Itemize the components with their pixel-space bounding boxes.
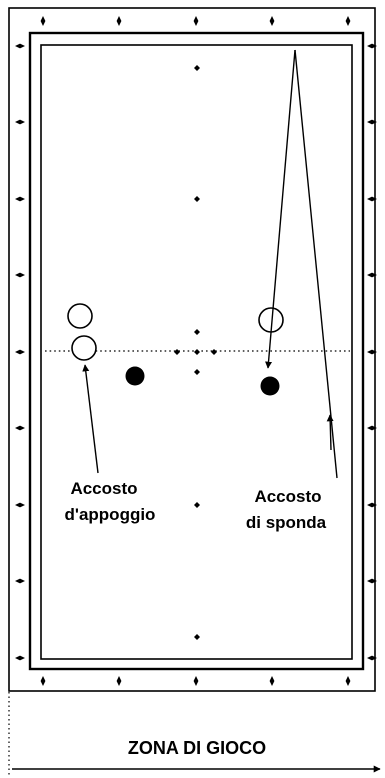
rail-diamond-bottom-4 <box>345 676 351 686</box>
rail-diamond-left-0 <box>15 43 25 49</box>
table-frame <box>8 7 376 692</box>
table-cushion-outer <box>28 31 365 671</box>
label-appoggio-line1: Accosto <box>70 479 137 498</box>
arrows <box>82 49 338 479</box>
zona-di-gioco-label: ZONA DI GIOCO <box>128 738 266 758</box>
rail-diamond-left-1 <box>15 119 25 125</box>
balls <box>67 303 284 396</box>
table-spot-8 <box>194 634 200 640</box>
rail-diamond-right-8 <box>367 655 377 661</box>
rail-diamond-bottom-1 <box>116 676 122 686</box>
table-spot-1 <box>194 196 200 202</box>
table-spot-7 <box>194 502 200 508</box>
rail-diamond-top-0 <box>40 16 46 26</box>
table-spot-0 <box>194 65 200 71</box>
rail-diamond-right-0 <box>367 43 377 49</box>
white-ball-left-lower <box>71 335 97 361</box>
rail-diamond-top-4 <box>345 16 351 26</box>
black-ball-center <box>125 366 145 386</box>
table-spot-6 <box>194 369 200 375</box>
label-sponda-line1: Accosto <box>254 487 321 506</box>
rail-diamond-bottom-2 <box>193 676 199 686</box>
rail-diamond-left-5 <box>15 425 25 431</box>
rail-diamond-left-6 <box>15 502 25 508</box>
rail-diamond-top-1 <box>116 16 122 26</box>
arrow-appoggio <box>82 364 99 474</box>
rail-diamond-left-7 <box>15 578 25 584</box>
zona-dimension: ZONA DI GIOCO <box>8 692 381 776</box>
rail-diamond-top-2 <box>193 16 199 26</box>
table-spot-5 <box>211 349 217 355</box>
rail-diamond-top-3 <box>269 16 275 26</box>
rail-diamond-bottom-0 <box>40 676 46 686</box>
table-spot-3 <box>174 349 180 355</box>
table-spot-4 <box>194 349 200 355</box>
rail-diamond-left-3 <box>15 272 25 278</box>
label-sponda-line2: di sponda <box>246 513 327 532</box>
rail-diamond-right-5 <box>367 425 377 431</box>
rail-diamond-right-7 <box>367 578 377 584</box>
rail-diamond-right-1 <box>367 119 377 125</box>
arrow-sponda-line-a <box>265 49 296 369</box>
rail-diamond-right-6 <box>367 502 377 508</box>
table-playing-surface <box>40 44 353 660</box>
rail-diamond-right-3 <box>367 272 377 278</box>
black-ball-right <box>260 376 280 396</box>
rail-diamond-left-2 <box>15 196 25 202</box>
label-appoggio-line2: d'appoggio <box>65 505 156 524</box>
rail-diamond-left-4 <box>15 349 25 355</box>
table-spot-2 <box>194 329 200 335</box>
rail-diamonds <box>15 16 377 686</box>
rail-diamond-bottom-3 <box>269 676 275 686</box>
rail-diamond-right-4 <box>367 349 377 355</box>
table-outer-border <box>8 7 376 692</box>
arrow-sponda-head-b <box>326 414 334 451</box>
rail-diamond-right-2 <box>367 196 377 202</box>
rail-diamond-left-8 <box>15 655 25 661</box>
table-spots <box>174 65 217 640</box>
arrow-sponda-line-b-visible <box>294 49 338 479</box>
white-ball-left-upper <box>67 303 93 329</box>
